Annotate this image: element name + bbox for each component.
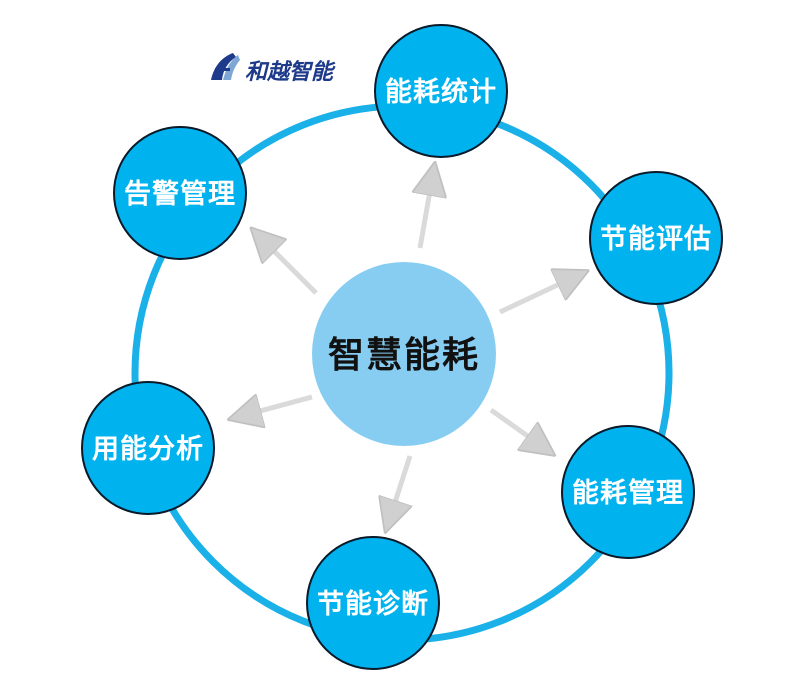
arrow-to-energy-analysis xyxy=(234,397,313,418)
node-energy-saving-assessment[interactable]: 节能评估 xyxy=(589,171,723,305)
node-label: 能耗管理 xyxy=(572,477,684,509)
center-node[interactable]: 智慧能耗 xyxy=(312,262,496,446)
node-label: 节能评估 xyxy=(600,223,712,255)
node-label: 用能分析 xyxy=(92,433,204,465)
node-energy-analysis[interactable]: 用能分析 xyxy=(81,381,215,515)
node-label: 告警管理 xyxy=(124,179,236,210)
node-label: 能耗统计 xyxy=(385,76,497,108)
node-label: 节能诊断 xyxy=(317,588,429,620)
brand-icon xyxy=(211,53,240,80)
center-label: 智慧能耗 xyxy=(328,335,480,376)
arrows xyxy=(234,168,583,527)
arrow-to-energy-management xyxy=(489,407,550,452)
node-energy-management[interactable]: 能耗管理 xyxy=(561,425,695,559)
arrow-to-energy-diagnosis xyxy=(387,455,413,527)
arrow-to-energy-saving-assessment xyxy=(498,273,583,315)
node-energy-diagnosis[interactable]: 节能诊断 xyxy=(306,536,440,670)
brand-logo: 和越智能 xyxy=(211,53,336,85)
node-alarm-management[interactable]: 告警管理 xyxy=(113,126,247,260)
arrow-to-energy-statistics xyxy=(420,168,434,249)
arrow-to-alarm-management xyxy=(255,232,318,295)
node-energy-statistics[interactable]: 能耗统计 xyxy=(374,24,508,158)
brand-name: 和越智能 xyxy=(245,59,336,85)
